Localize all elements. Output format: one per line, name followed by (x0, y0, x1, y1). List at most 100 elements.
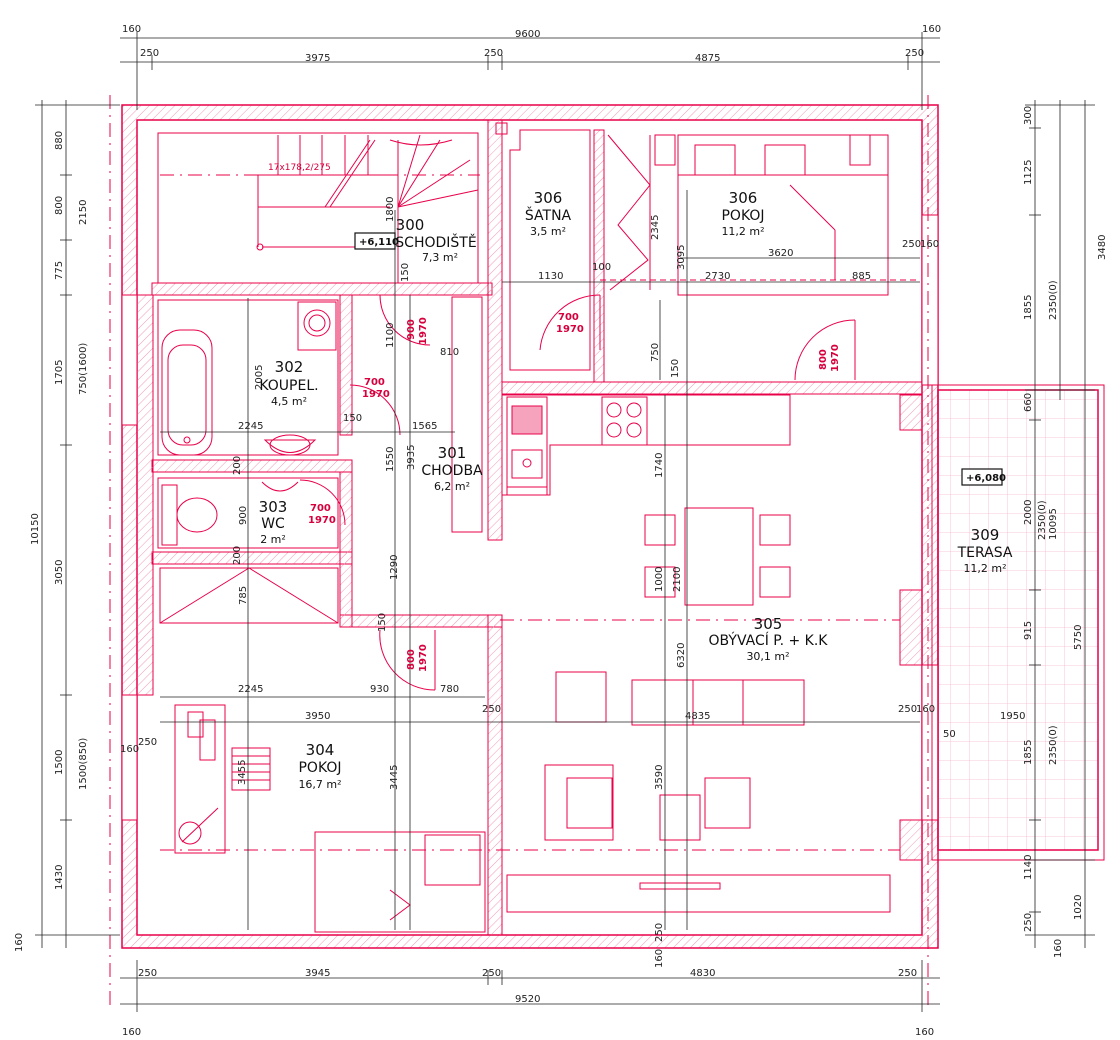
svg-text:3,5 m²: 3,5 m² (530, 225, 566, 238)
room-309: 309 TERASA 11,2 m² (957, 526, 1013, 575)
dim-left-1500: 1500 (54, 750, 65, 775)
dimension-texts: 160 9600 160 250 3975 250 4875 250 250 3… (14, 24, 1108, 1038)
door-koup-h: 1970 (362, 389, 390, 400)
chimney-square (495, 122, 508, 135)
room-300: 300 SCHODIŠTĚ 7,3 m² (395, 216, 476, 264)
dim-2730: 2730 (705, 271, 730, 282)
dim-1130: 1130 (538, 271, 563, 282)
dim-900: 900 (238, 506, 249, 525)
dim-top-160b: 160 (922, 24, 941, 35)
door-pokoj306-w: 800 (818, 349, 829, 370)
svg-text:WC: WC (261, 516, 285, 532)
door-koup-w: 700 (364, 377, 385, 388)
dim-3950: 3950 (305, 711, 330, 722)
dim-left-2150: 2150 (78, 200, 89, 225)
svg-text:300: 300 (396, 216, 425, 234)
living-furniture (506, 507, 891, 913)
room-306-fittings (509, 129, 920, 371)
dim-2345: 2345 (650, 215, 661, 240)
dim-right-915: 915 (1023, 621, 1034, 640)
dim-left-800: 800 (54, 196, 65, 215)
dim-1740: 1740 (654, 453, 665, 478)
dim-160b-inner: 160 (920, 239, 939, 250)
dim-200: 200 (232, 456, 243, 475)
door-satna-w: 700 (558, 312, 579, 323)
dim-1800: 1800 (385, 197, 396, 222)
kitchen (502, 394, 791, 496)
svg-text:302: 302 (275, 358, 304, 376)
room-302: 302 KOUPEL. 4,5 m² (259, 358, 318, 408)
dim-780: 780 (440, 684, 459, 695)
dim-4835: 4835 (685, 711, 710, 722)
dim-left-880: 880 (54, 131, 65, 150)
dim-100: 100 (592, 262, 611, 273)
dim-1550: 1550 (385, 447, 396, 472)
bedroom-304-furniture (159, 567, 486, 933)
dimension-lines (35, 32, 1095, 1012)
dim-1290: 1290 (389, 555, 400, 580)
dim-150d: 150 (670, 359, 681, 378)
dim-bottom-160a: 160 (122, 1027, 141, 1038)
svg-text:KOUPEL.: KOUPEL. (259, 378, 318, 394)
room-303: 303 WC 2 m² (259, 498, 288, 546)
dim-top-160a: 160 (122, 24, 141, 35)
dim-3445: 3445 (389, 765, 400, 790)
door-koupelna-w: 900 (406, 319, 417, 340)
room-306-pokoj: 306 POKOJ 11,2 m² (721, 189, 764, 238)
svg-text:301: 301 (438, 444, 467, 462)
svg-text:30,1 m²: 30,1 m² (746, 650, 789, 663)
svg-text:POKOJ: POKOJ (721, 208, 764, 224)
svg-text:6,2 m²: 6,2 m² (434, 480, 470, 493)
dim-250e: 250 (898, 704, 917, 715)
dim-2245: 2245 (238, 421, 263, 432)
interior-walls (121, 119, 939, 936)
dim-right-250: 250 (1023, 913, 1034, 932)
terrace (931, 384, 1105, 861)
svg-text:11,2 m²: 11,2 m² (963, 562, 1006, 575)
dim-left-775: 775 (54, 261, 65, 280)
dim-left-1500b: 1500(850) (78, 738, 89, 790)
elevation-terrace: +6,080 (966, 473, 1006, 484)
svg-text:304: 304 (306, 741, 335, 759)
room-305: 305 OBÝVACÍ P. + K.K 30,1 m² (709, 615, 829, 663)
room-301: 301 CHODBA 6,2 m² (421, 444, 483, 493)
svg-text:OBÝVACÍ P. + K.K: OBÝVACÍ P. + K.K (709, 632, 829, 649)
dim-right-2350c: 2350(0) (1048, 725, 1059, 765)
door-pokoj304-h: 1970 (418, 644, 429, 672)
dim-right-10095: 10095 (1048, 508, 1059, 540)
dim-right-1020: 1020 (1073, 895, 1084, 920)
dim-1565: 1565 (412, 421, 437, 432)
dim-right-160: 160 (1053, 939, 1064, 958)
door-wc-h: 1970 (308, 515, 336, 526)
dim-150b: 150 (343, 413, 362, 424)
dim-785: 785 (238, 586, 249, 605)
dim-50: 50 (943, 729, 956, 740)
dim-right-300: 300 (1023, 106, 1034, 125)
dim-bottom-total: 9520 (515, 994, 540, 1005)
dim-top-250b: 250 (484, 48, 503, 59)
dim-bottom-160b: 160 (915, 1027, 934, 1038)
stair-label: 17x178,2/275 (268, 163, 331, 173)
dim-250d: 250 (654, 923, 665, 942)
dim-750: 750 (650, 343, 661, 362)
dim-top-total: 9600 (515, 29, 540, 40)
dim-1000: 1000 (654, 567, 665, 592)
svg-text:16,7 m²: 16,7 m² (298, 778, 341, 791)
dim-left-750: 750(1600) (78, 343, 89, 395)
door-pokoj306-h: 1970 (830, 344, 841, 372)
dim-2100: 2100 (672, 567, 683, 592)
dim-top-3975: 3975 (305, 53, 330, 64)
room-306-satna: 306 ŠATNA 3,5 m² (525, 189, 572, 238)
dim-2005: 2005 (254, 365, 265, 390)
svg-text:2 m²: 2 m² (260, 533, 286, 546)
dim-right-5750: 5750 (1073, 625, 1084, 650)
door-koupelna-h: 1970 (418, 317, 429, 345)
dim-right-660: 660 (1023, 393, 1034, 412)
dim-bottom-250c: 250 (898, 968, 917, 979)
svg-text:7,3 m²: 7,3 m² (422, 251, 458, 264)
dim-right-1855b: 1855 (1023, 740, 1034, 765)
dim-250b-inner: 250 (138, 737, 157, 748)
dim-bottom-250b: 250 (482, 968, 501, 979)
dim-top-250a: 250 (140, 48, 159, 59)
